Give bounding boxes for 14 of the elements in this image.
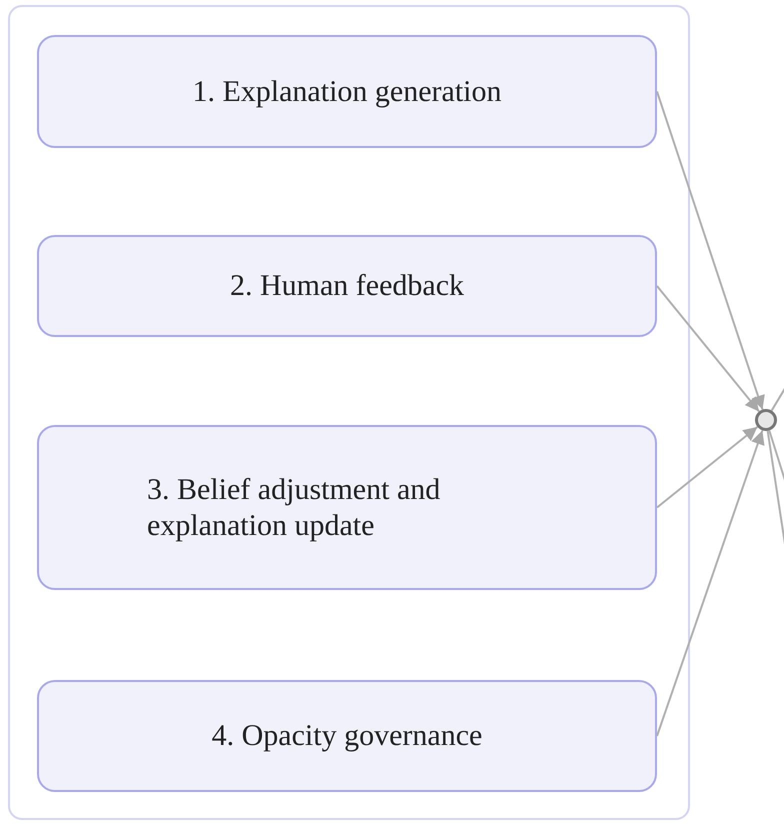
- process-box: [37, 680, 657, 792]
- junction-circle: [755, 409, 777, 431]
- arrow: [656, 426, 758, 508]
- process-box: [37, 35, 657, 148]
- process-box: [37, 235, 657, 337]
- arrow: [656, 285, 760, 412]
- step-label: 1. Explanation generation: [192, 74, 502, 110]
- step-label: 4. Opacity governance: [212, 718, 482, 754]
- arrow: [656, 430, 764, 736]
- process-box: [37, 425, 657, 590]
- step-label: 3. Belief adjustment and explanation update: [147, 472, 442, 544]
- group-panel: [8, 5, 690, 820]
- arrow: [656, 91, 765, 410]
- step-label: 2. Human feedback: [230, 268, 464, 304]
